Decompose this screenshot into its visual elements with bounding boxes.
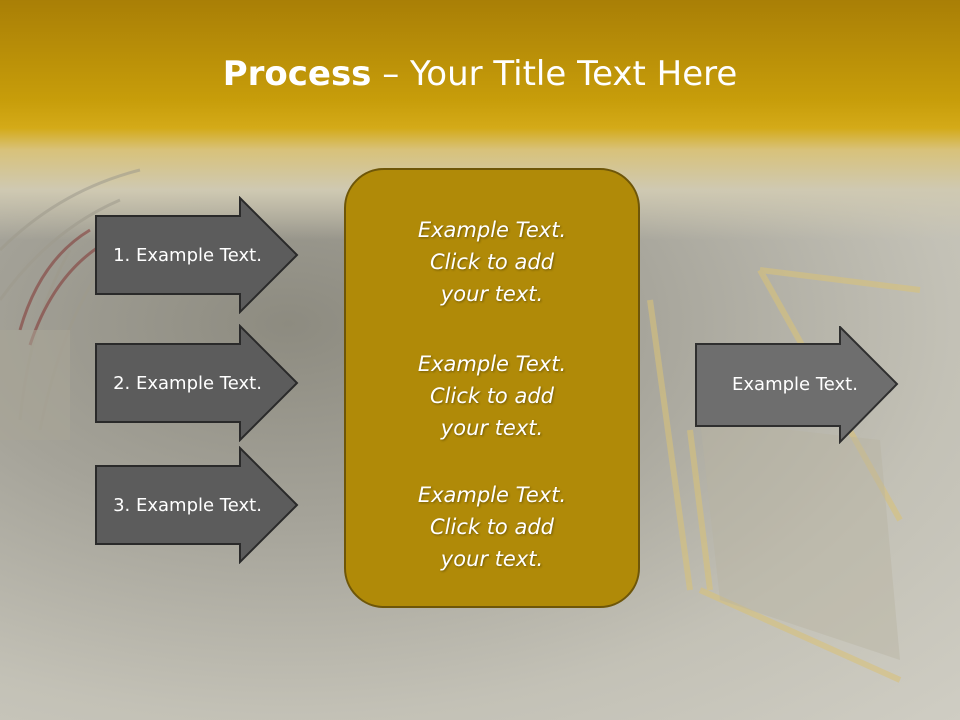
process-step-arrow-3[interactable]: 3. Example Text.	[95, 446, 301, 564]
center-line: Example Text.	[417, 483, 567, 507]
center-text-block-2[interactable]: Example Text. Click to add your text.	[346, 348, 638, 444]
arrow-shape	[95, 324, 299, 442]
center-line: Example Text.	[417, 352, 567, 376]
center-line: Example Text.	[417, 218, 567, 242]
page-title: Process – Your Title Text Here	[0, 52, 960, 96]
center-line: your text.	[440, 416, 544, 440]
center-line: your text.	[440, 547, 544, 571]
title-bold: Process	[222, 54, 372, 94]
center-line: Click to add	[429, 250, 554, 274]
process-step-arrow-2[interactable]: 2. Example Text.	[95, 324, 301, 442]
center-line: Click to add	[429, 384, 554, 408]
center-content-box[interactable]: Example Text. Click to add your text. Ex…	[344, 168, 640, 608]
center-line: Click to add	[429, 515, 554, 539]
arrow-shape	[95, 446, 299, 564]
arrow-shape	[695, 326, 899, 444]
process-step-label-3: 3. Example Text.	[113, 494, 262, 516]
output-arrow[interactable]: Example Text.	[695, 326, 901, 444]
output-arrow-label: Example Text.	[732, 373, 858, 395]
arrow-shape	[95, 196, 299, 314]
center-line: your text.	[440, 282, 544, 306]
title-rest: – Your Title Text Here	[371, 54, 738, 94]
process-step-label-1: 1. Example Text.	[113, 244, 262, 266]
process-step-arrow-1[interactable]: 1. Example Text.	[95, 196, 301, 314]
process-step-label-2: 2. Example Text.	[113, 372, 262, 394]
center-text-block-3[interactable]: Example Text. Click to add your text.	[346, 479, 638, 575]
center-text-block-1[interactable]: Example Text. Click to add your text.	[346, 214, 638, 310]
